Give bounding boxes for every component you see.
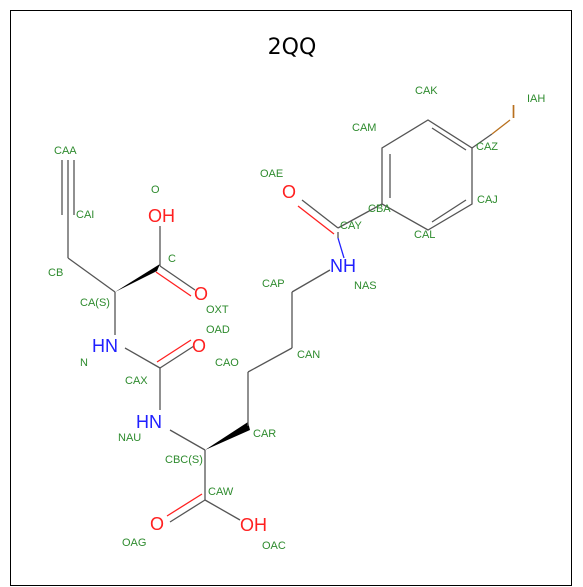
bond-cay-cba [337, 203, 383, 229]
bond-c-oxt-1 [159, 265, 196, 291]
diagram-title: 2QQ [268, 35, 317, 60]
wedge-cbc-car [205, 422, 250, 450]
label-can: CAN [297, 349, 320, 361]
diagram-frame [10, 10, 572, 586]
label-cap: CAP [262, 278, 285, 290]
label-cb: CB [48, 267, 63, 279]
bond-caz-i-1 [471, 133, 493, 149]
bond-caz-i-2 [491, 119, 511, 135]
label-o: O [151, 184, 160, 196]
label-n: N [80, 357, 88, 369]
label-cak: CAK [415, 85, 438, 97]
ring-double-2 [431, 127, 467, 151]
label-oad: OAD [206, 324, 230, 336]
bond-nau-cbc [169, 429, 206, 451]
atom-nas: NH [330, 256, 356, 276]
label-oac: OAC [262, 540, 286, 552]
atom-o-oac: OH [240, 515, 267, 535]
atom-symbols: OH O O O O OH HN HN NH I [92, 102, 516, 535]
bond-cax-oad-1 [159, 345, 195, 369]
label-iah: IAH [527, 93, 545, 105]
label-caj: CAJ [477, 194, 498, 206]
atom-o-top: OH [148, 206, 175, 226]
label-cai: CAI [76, 209, 94, 221]
bond-caw-oag-2 [166, 493, 203, 517]
label-oae: OAE [260, 168, 283, 180]
label-caz: CAZ [476, 141, 498, 153]
label-cam: CAM [352, 122, 376, 134]
label-cbc-s: CBC(S) [165, 454, 203, 466]
label-nau: NAU [118, 432, 141, 444]
bond-caw-oac [204, 499, 241, 521]
bond-cax-oad-2 [156, 339, 192, 363]
bond-cb-ca [67, 257, 116, 293]
label-nas: NAS [354, 280, 377, 292]
bond-c-oxt-2 [155, 271, 192, 297]
atom-nau: HN [136, 412, 162, 432]
label-car: CAR [253, 428, 276, 440]
atom-o-oae: O [282, 182, 296, 202]
bond-caw-oag-1 [169, 499, 206, 523]
label-ca-s: CA(S) [80, 297, 110, 309]
label-oxt: OXT [206, 304, 229, 316]
bond-nas-cay [337, 237, 345, 259]
bond-n-cax [124, 347, 161, 369]
benzene-ring [381, 119, 473, 231]
label-cax: CAX [125, 375, 148, 387]
bond-cap-nas [291, 269, 331, 293]
label-cal: CAL [414, 229, 435, 241]
bond-cay-oae-1 [301, 199, 339, 229]
label-caw: CAW [208, 486, 234, 498]
label-c: C [168, 253, 176, 265]
atom-labels: CAA CAI O C CB CA(S) OXT OAD N CAX CAO N… [48, 85, 545, 552]
label-cba: CBA [368, 203, 391, 215]
bond-cay-oae-2 [297, 205, 335, 235]
label-cay: CAY [340, 220, 362, 232]
label-caa: CAA [54, 145, 77, 157]
atom-o-oad: O [192, 336, 206, 356]
bonds [61, 119, 511, 523]
bond-cao-can [247, 347, 293, 373]
atom-iodine: I [511, 102, 516, 122]
atom-o-oxt: O [194, 284, 208, 304]
wedge-ca-c [115, 264, 160, 292]
atom-o-oag: O [150, 514, 164, 534]
label-cao: CAO [215, 357, 239, 369]
label-oag: OAG [122, 537, 146, 549]
ring-double-3 [431, 199, 467, 223]
atom-n: HN [92, 336, 118, 356]
